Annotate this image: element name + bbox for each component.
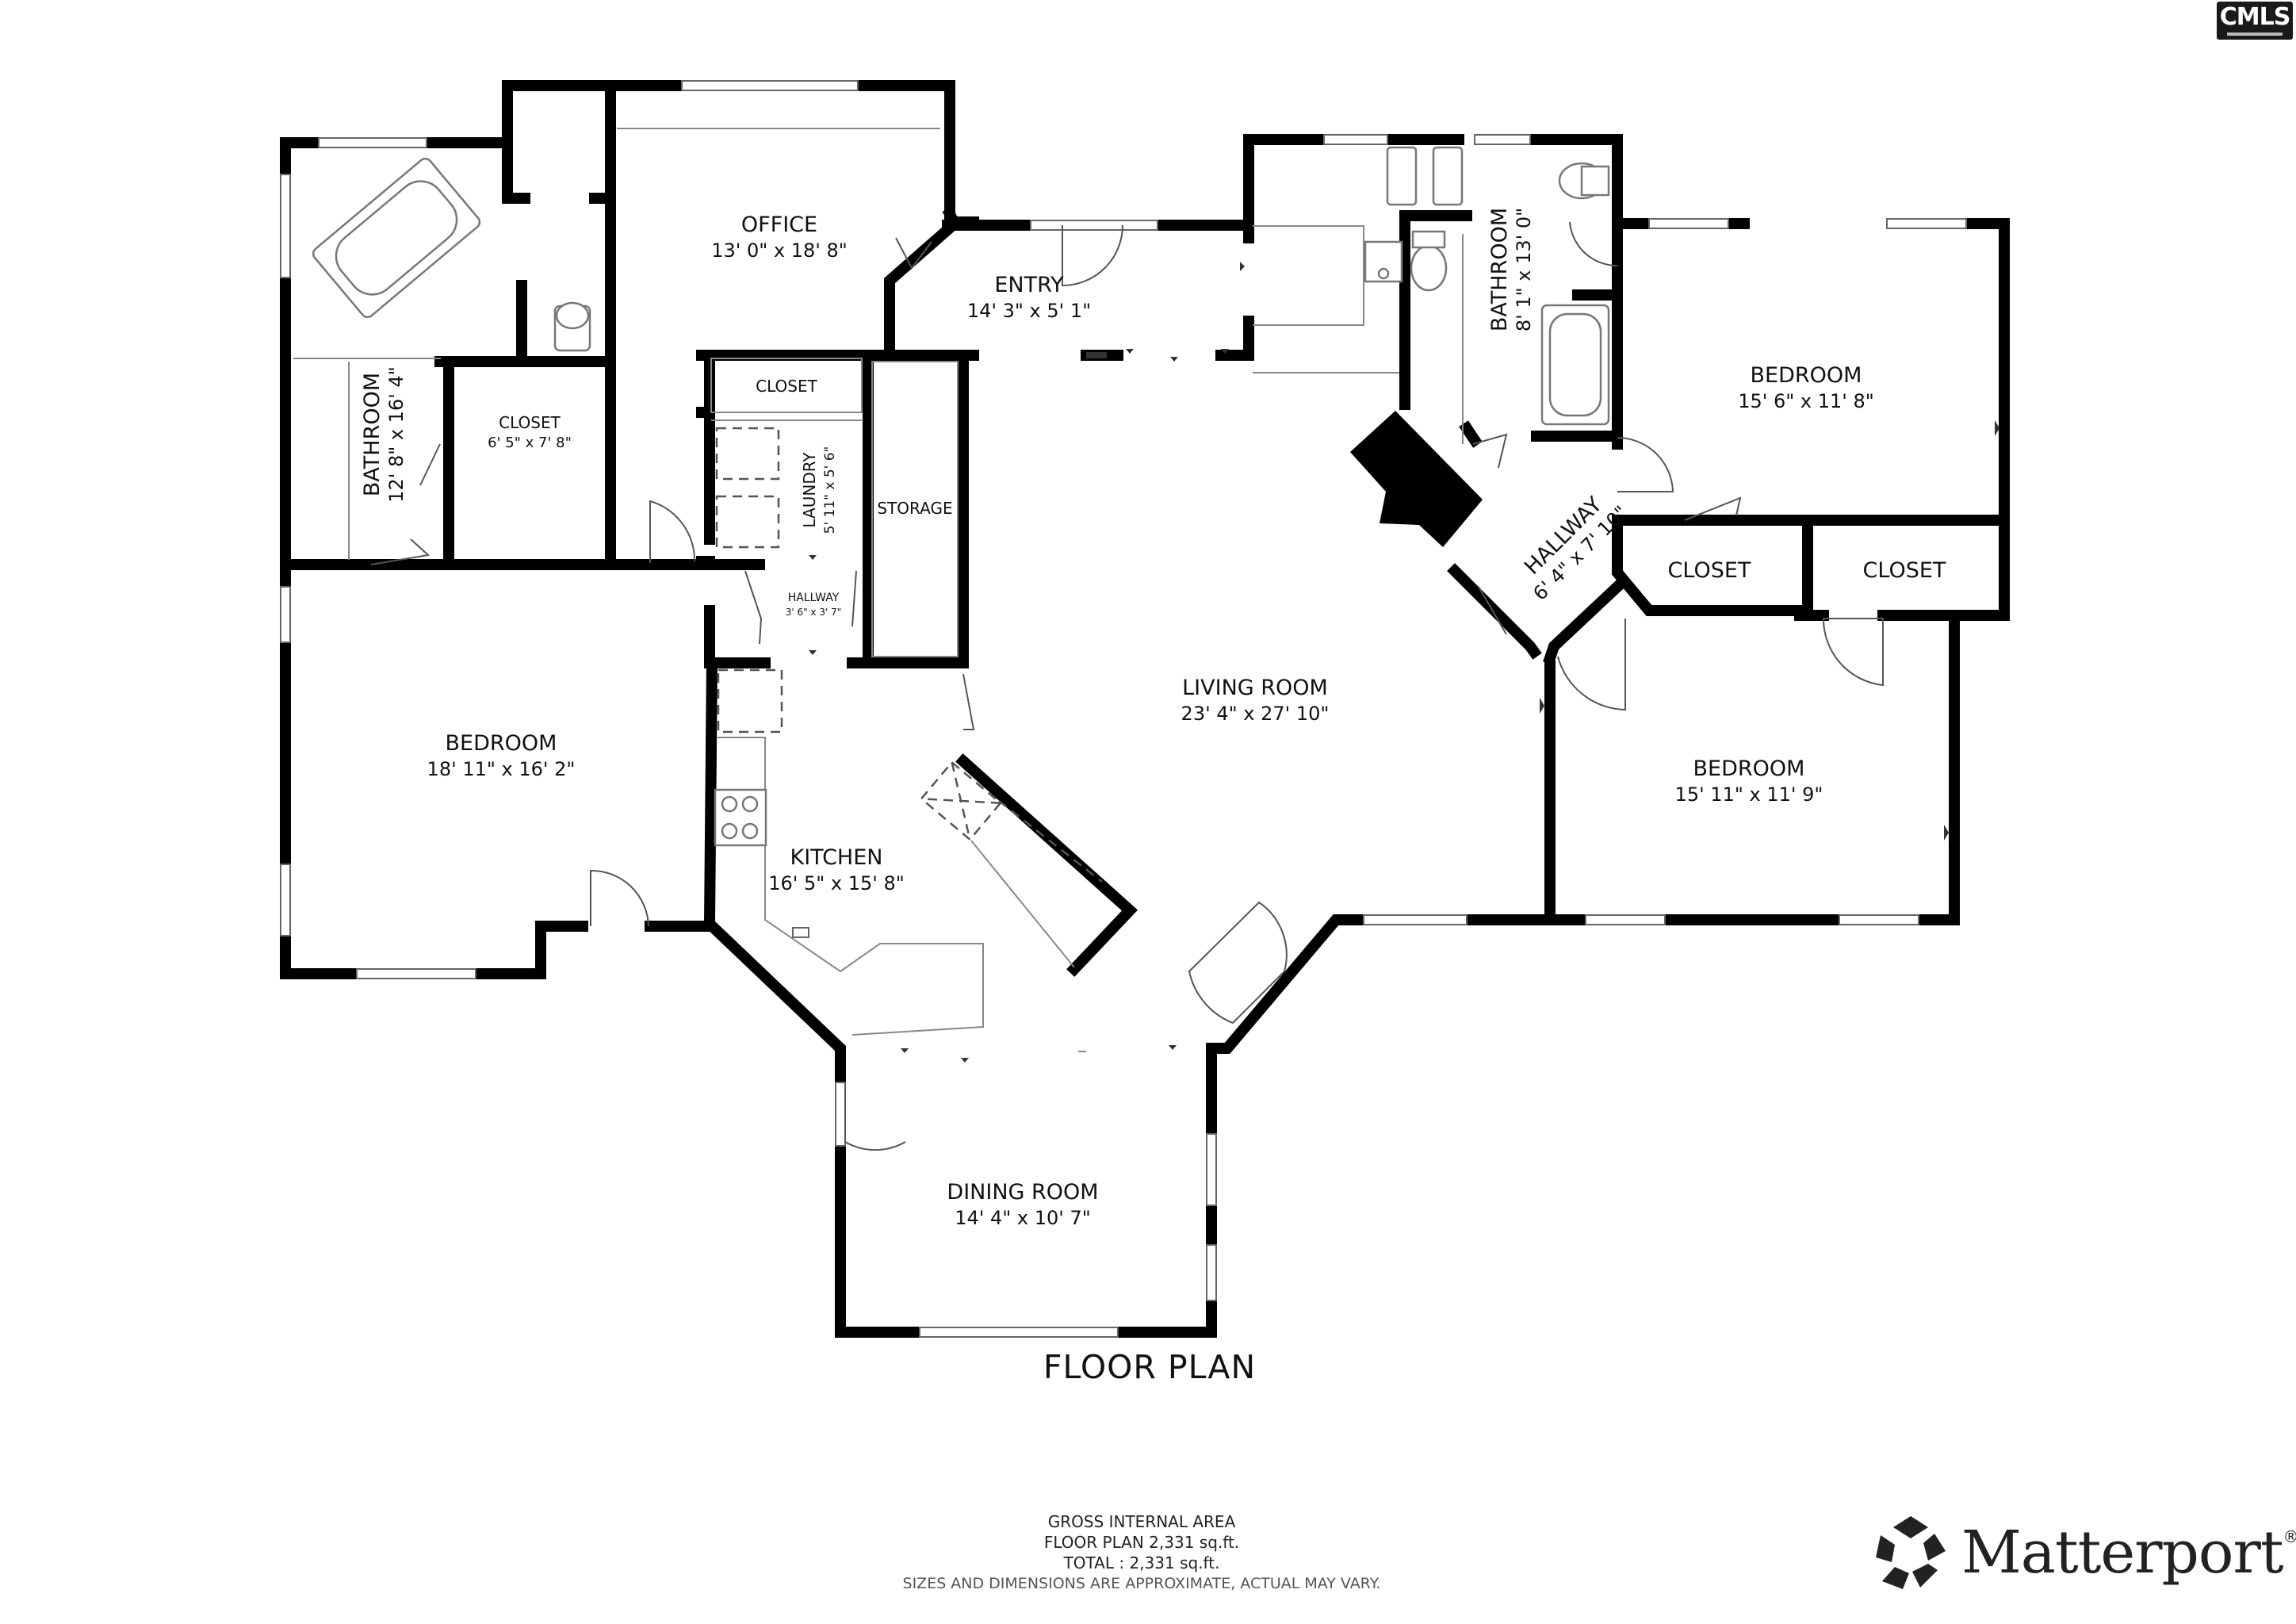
matterport-wordmark: Matterport — [1961, 1519, 2284, 1587]
area-heading: GROSS INTERNAL AREA — [1047, 1512, 1236, 1531]
windows — [280, 80, 1967, 1338]
cmls-text: CMLS — [2219, 3, 2291, 31]
closet-left-dims: 6' 5" x 7' 8" — [488, 435, 572, 451]
bedroom-left-name: BEDROOM — [446, 731, 557, 756]
bathroom-left-name: BATHROOM — [360, 373, 385, 496]
hallway-small-name: HALLWAY — [788, 592, 840, 604]
area-floor: FLOOR PLAN 2,331 sq.ft. — [1043, 1533, 1240, 1552]
cmls-logo: CMLS — [2217, 2, 2293, 40]
closet-right-b-name: CLOSET — [1863, 558, 1946, 583]
interior-fixtures — [293, 128, 1610, 1052]
bedroom-bottom-right-dims: 15' 11" x 11' 9" — [1675, 783, 1823, 806]
dimension-ticks — [809, 262, 1999, 1063]
bathroom-right-dims: 8' 1" x 13' 0" — [1513, 208, 1535, 331]
bedroom-bottom-right-name: BEDROOM — [1693, 756, 1805, 781]
laundry-name: LAUNDRY — [800, 452, 819, 528]
closet-right-a-name: CLOSET — [1668, 558, 1751, 583]
bathroom-right-name: BATHROOM — [1487, 208, 1512, 331]
living-room-dims: 23' 4" x 27' 10" — [1181, 703, 1330, 725]
laundry-dims: 5' 11" x 5' 6" — [822, 446, 838, 534]
office-name: OFFICE — [741, 213, 817, 237]
storage-name: STORAGE — [877, 499, 952, 518]
matterport-trademark: ® — [2283, 1527, 2296, 1546]
dining-room-dims: 14' 4" x 10' 7" — [955, 1207, 1091, 1229]
matterport-logo: Matterport ® — [1871, 1513, 2296, 1592]
exterior-walls — [280, 80, 2010, 1338]
entry-dims: 14' 3" x 5' 1" — [967, 300, 1091, 322]
cmls-underline — [2227, 33, 2283, 36]
area-total: TOTAL : 2,331 sq.ft. — [1063, 1553, 1220, 1572]
bedroom-top-right-dims: 15' 6" x 11' 8" — [1738, 390, 1874, 412]
entry-name: ENTRY — [994, 273, 1064, 297]
bedroom-left-dims: 18' 11" x 16' 2" — [427, 758, 576, 780]
floor-plan-title: FLOOR PLAN — [1043, 1348, 1257, 1386]
area-disclaimer: SIZES AND DIMENSIONS ARE APPROXIMATE, AC… — [902, 1575, 1381, 1592]
living-room-name: LIVING ROOM — [1182, 676, 1328, 700]
office-dims: 13' 0" x 18' 8" — [711, 239, 848, 262]
closet-top-name: CLOSET — [756, 377, 817, 396]
doors — [370, 221, 1884, 1151]
closet-left-name: CLOSET — [499, 413, 561, 432]
hallway-small-dims: 3' 6" x 3' 7" — [786, 607, 842, 618]
kitchen-dims: 16' 5" x 15' 8" — [768, 872, 905, 894]
bedroom-top-right-name: BEDROOM — [1751, 363, 1862, 388]
dining-room-name: DINING ROOM — [947, 1180, 1098, 1205]
room-labels: OFFICE 13' 0" x 18' 8" ENTRY 14' 3" x 5'… — [360, 208, 1946, 1229]
matterport-mark-icon — [1876, 1516, 1946, 1589]
bathroom-left-dims: 12' 8" x 16' 4" — [385, 366, 408, 503]
kitchen-name: KITCHEN — [790, 845, 883, 870]
area-summary: GROSS INTERNAL AREA FLOOR PLAN 2,331 sq.… — [825, 1511, 1459, 1594]
